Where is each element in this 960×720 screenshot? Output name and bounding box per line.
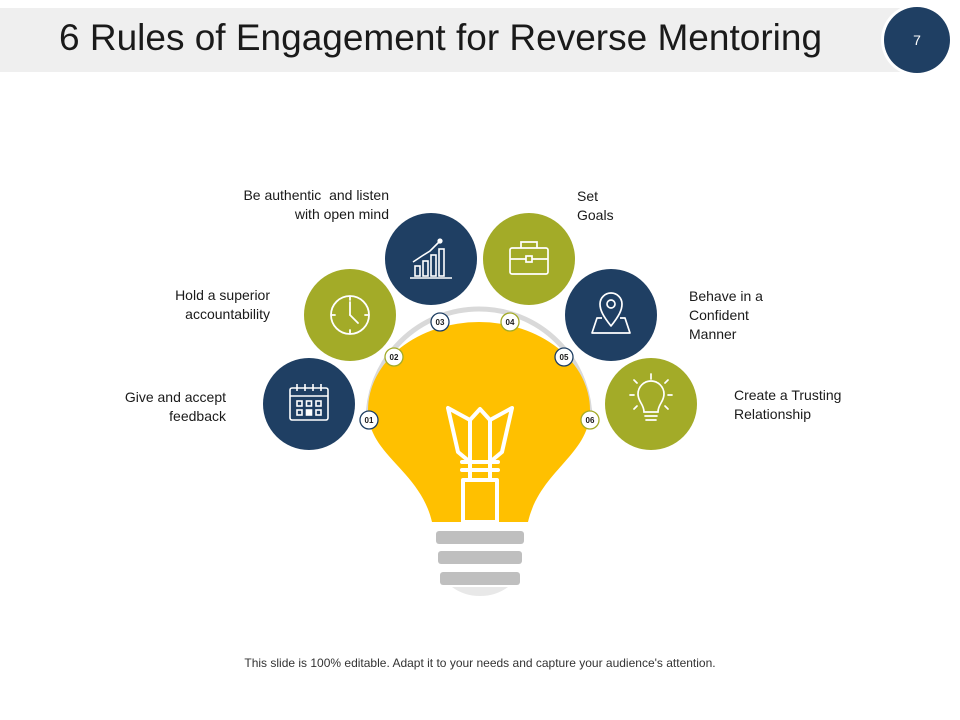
briefcase-icon xyxy=(509,241,549,275)
step-circle-6 xyxy=(605,358,697,450)
number-badge-06: 06 xyxy=(580,410,600,430)
step-label-4-line-2: Goals xyxy=(577,207,614,223)
bulb-base-ring-1 xyxy=(436,531,524,544)
number-badge-05: 05 xyxy=(554,347,574,367)
bulb-base-ring-3 xyxy=(440,572,520,585)
footer-note: This slide is 100% editable. Adapt it to… xyxy=(244,656,716,670)
number-badge-02: 02 xyxy=(384,347,404,367)
location-pin-icon xyxy=(591,292,631,334)
step-circle-5 xyxy=(565,269,657,361)
page-number-badge: 7 xyxy=(884,7,950,73)
lightbulb-icon xyxy=(629,373,673,421)
svg-text:06: 06 xyxy=(586,416,595,425)
step-label-1-line-1: Give and accept xyxy=(124,389,226,405)
lightbulb-illustration xyxy=(368,322,590,596)
svg-text:04: 04 xyxy=(506,318,515,327)
step-label-5-line-3: Manner xyxy=(689,326,737,342)
step-label-6-line-1: Create a Trusting xyxy=(734,387,842,403)
step-label-3-line-1: Be authentic and listen xyxy=(243,187,389,203)
step-label-5-line-1: Behave in a xyxy=(689,288,763,304)
number-badge-03: 03 xyxy=(430,312,450,332)
title-bar xyxy=(0,8,905,72)
step-label-5-line-2: Confident xyxy=(689,307,749,323)
step-label-2-line-1: Hold a superior xyxy=(175,287,270,303)
step-label-2: Hold a superior accountability xyxy=(175,286,270,324)
svg-text:05: 05 xyxy=(560,353,569,362)
number-badge-04: 04 xyxy=(500,312,520,332)
clock-icon xyxy=(330,295,370,335)
svg-text:03: 03 xyxy=(436,318,445,327)
step-label-6: Create a Trusting Relationship xyxy=(734,386,841,424)
step-label-2-line-2: accountability xyxy=(185,306,270,322)
bulb-base-ring-2 xyxy=(438,551,522,564)
step-label-6-line-2: Relationship xyxy=(734,406,812,422)
svg-text:01: 01 xyxy=(365,416,374,425)
step-label-5: Behave in a Confident Manner xyxy=(689,287,763,344)
bulb-glass xyxy=(368,322,590,522)
step-label-4-line-1: Set xyxy=(577,188,599,204)
step-label-4: Set Goals xyxy=(577,187,614,225)
step-label-1-line-2: feedback xyxy=(169,408,226,424)
connector-arc xyxy=(365,306,593,423)
page-title: 6 Rules of Engagement for Reverse Mentor… xyxy=(59,17,823,58)
step-label-3: Be authentic and listen with open mind xyxy=(243,186,389,224)
step-circle-1 xyxy=(263,358,355,450)
step-label-1: Give and accept feedback xyxy=(125,388,226,426)
svg-text:02: 02 xyxy=(390,353,399,362)
number-badge-01: 01 xyxy=(359,410,379,430)
growth-chart-icon xyxy=(410,238,452,279)
bulb-tip xyxy=(452,587,508,596)
bulb-neck xyxy=(432,522,528,530)
step-label-3-line-2: with open mind xyxy=(294,206,389,222)
calendar-icon xyxy=(289,384,329,421)
